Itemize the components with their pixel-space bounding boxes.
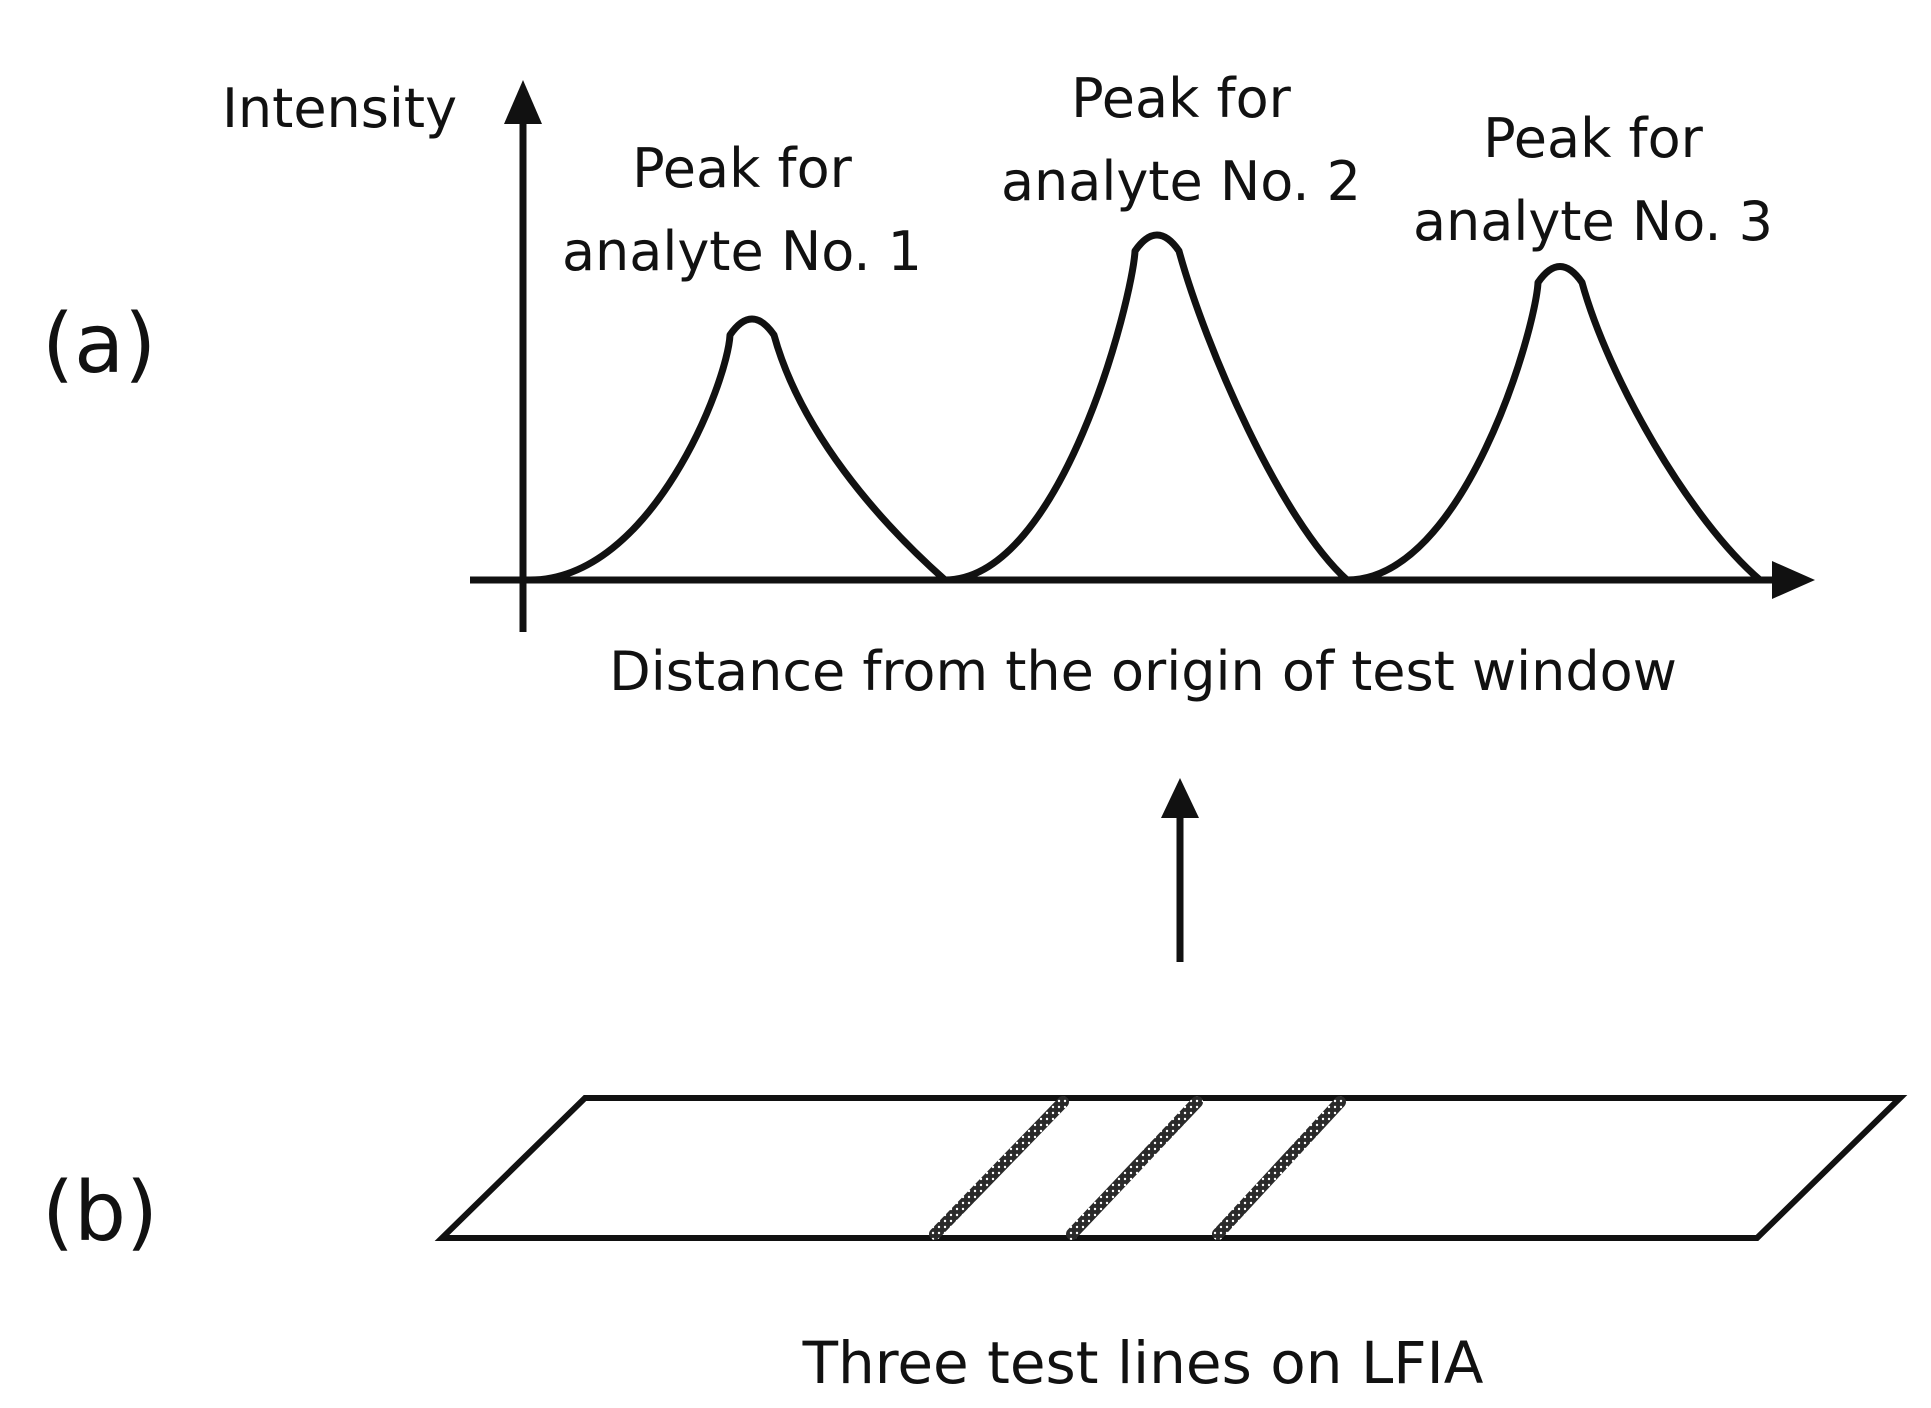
test-lines	[929, 1096, 1346, 1240]
y-axis-arrowhead	[504, 80, 542, 124]
panel-b-label: (b)	[42, 1165, 158, 1260]
test-line-3	[1212, 1096, 1346, 1240]
peak-label-1-line2: analyte No. 1	[562, 220, 922, 283]
panel-a: (a) Intensity Peak for analyte No. 1 Pea…	[42, 67, 1815, 703]
intensity-curve	[529, 231, 1763, 584]
test-line-2	[1066, 1096, 1203, 1240]
panel-b-caption: Three test lines on LFIA	[802, 1329, 1484, 1397]
peak-label-1: Peak for analyte No. 1	[562, 137, 922, 283]
peak-label-3: Peak for analyte No. 3	[1413, 107, 1773, 253]
peak-label-2-line2: analyte No. 2	[1001, 150, 1361, 213]
x-axis-label: Distance from the origin of test window	[609, 640, 1677, 703]
peak-label-1-line1: Peak for	[632, 137, 852, 200]
y-axis-label: Intensity	[222, 77, 457, 140]
up-arrow-head	[1161, 778, 1199, 818]
peak-label-3-line2: analyte No. 3	[1413, 190, 1773, 253]
peak-label-2: Peak for analyte No. 2	[1001, 67, 1361, 213]
panel-a-label: (a)	[42, 297, 156, 392]
test-line-1	[929, 1096, 1069, 1240]
panel-b: (b) Three test lines on LFIA	[42, 1095, 1908, 1397]
lfia-strip	[434, 1095, 1908, 1241]
up-arrow	[1161, 778, 1199, 962]
peak-label-2-line1: Peak for	[1071, 67, 1291, 130]
peak-label-3-line1: Peak for	[1483, 107, 1703, 170]
x-axis-arrowhead	[1772, 561, 1815, 599]
